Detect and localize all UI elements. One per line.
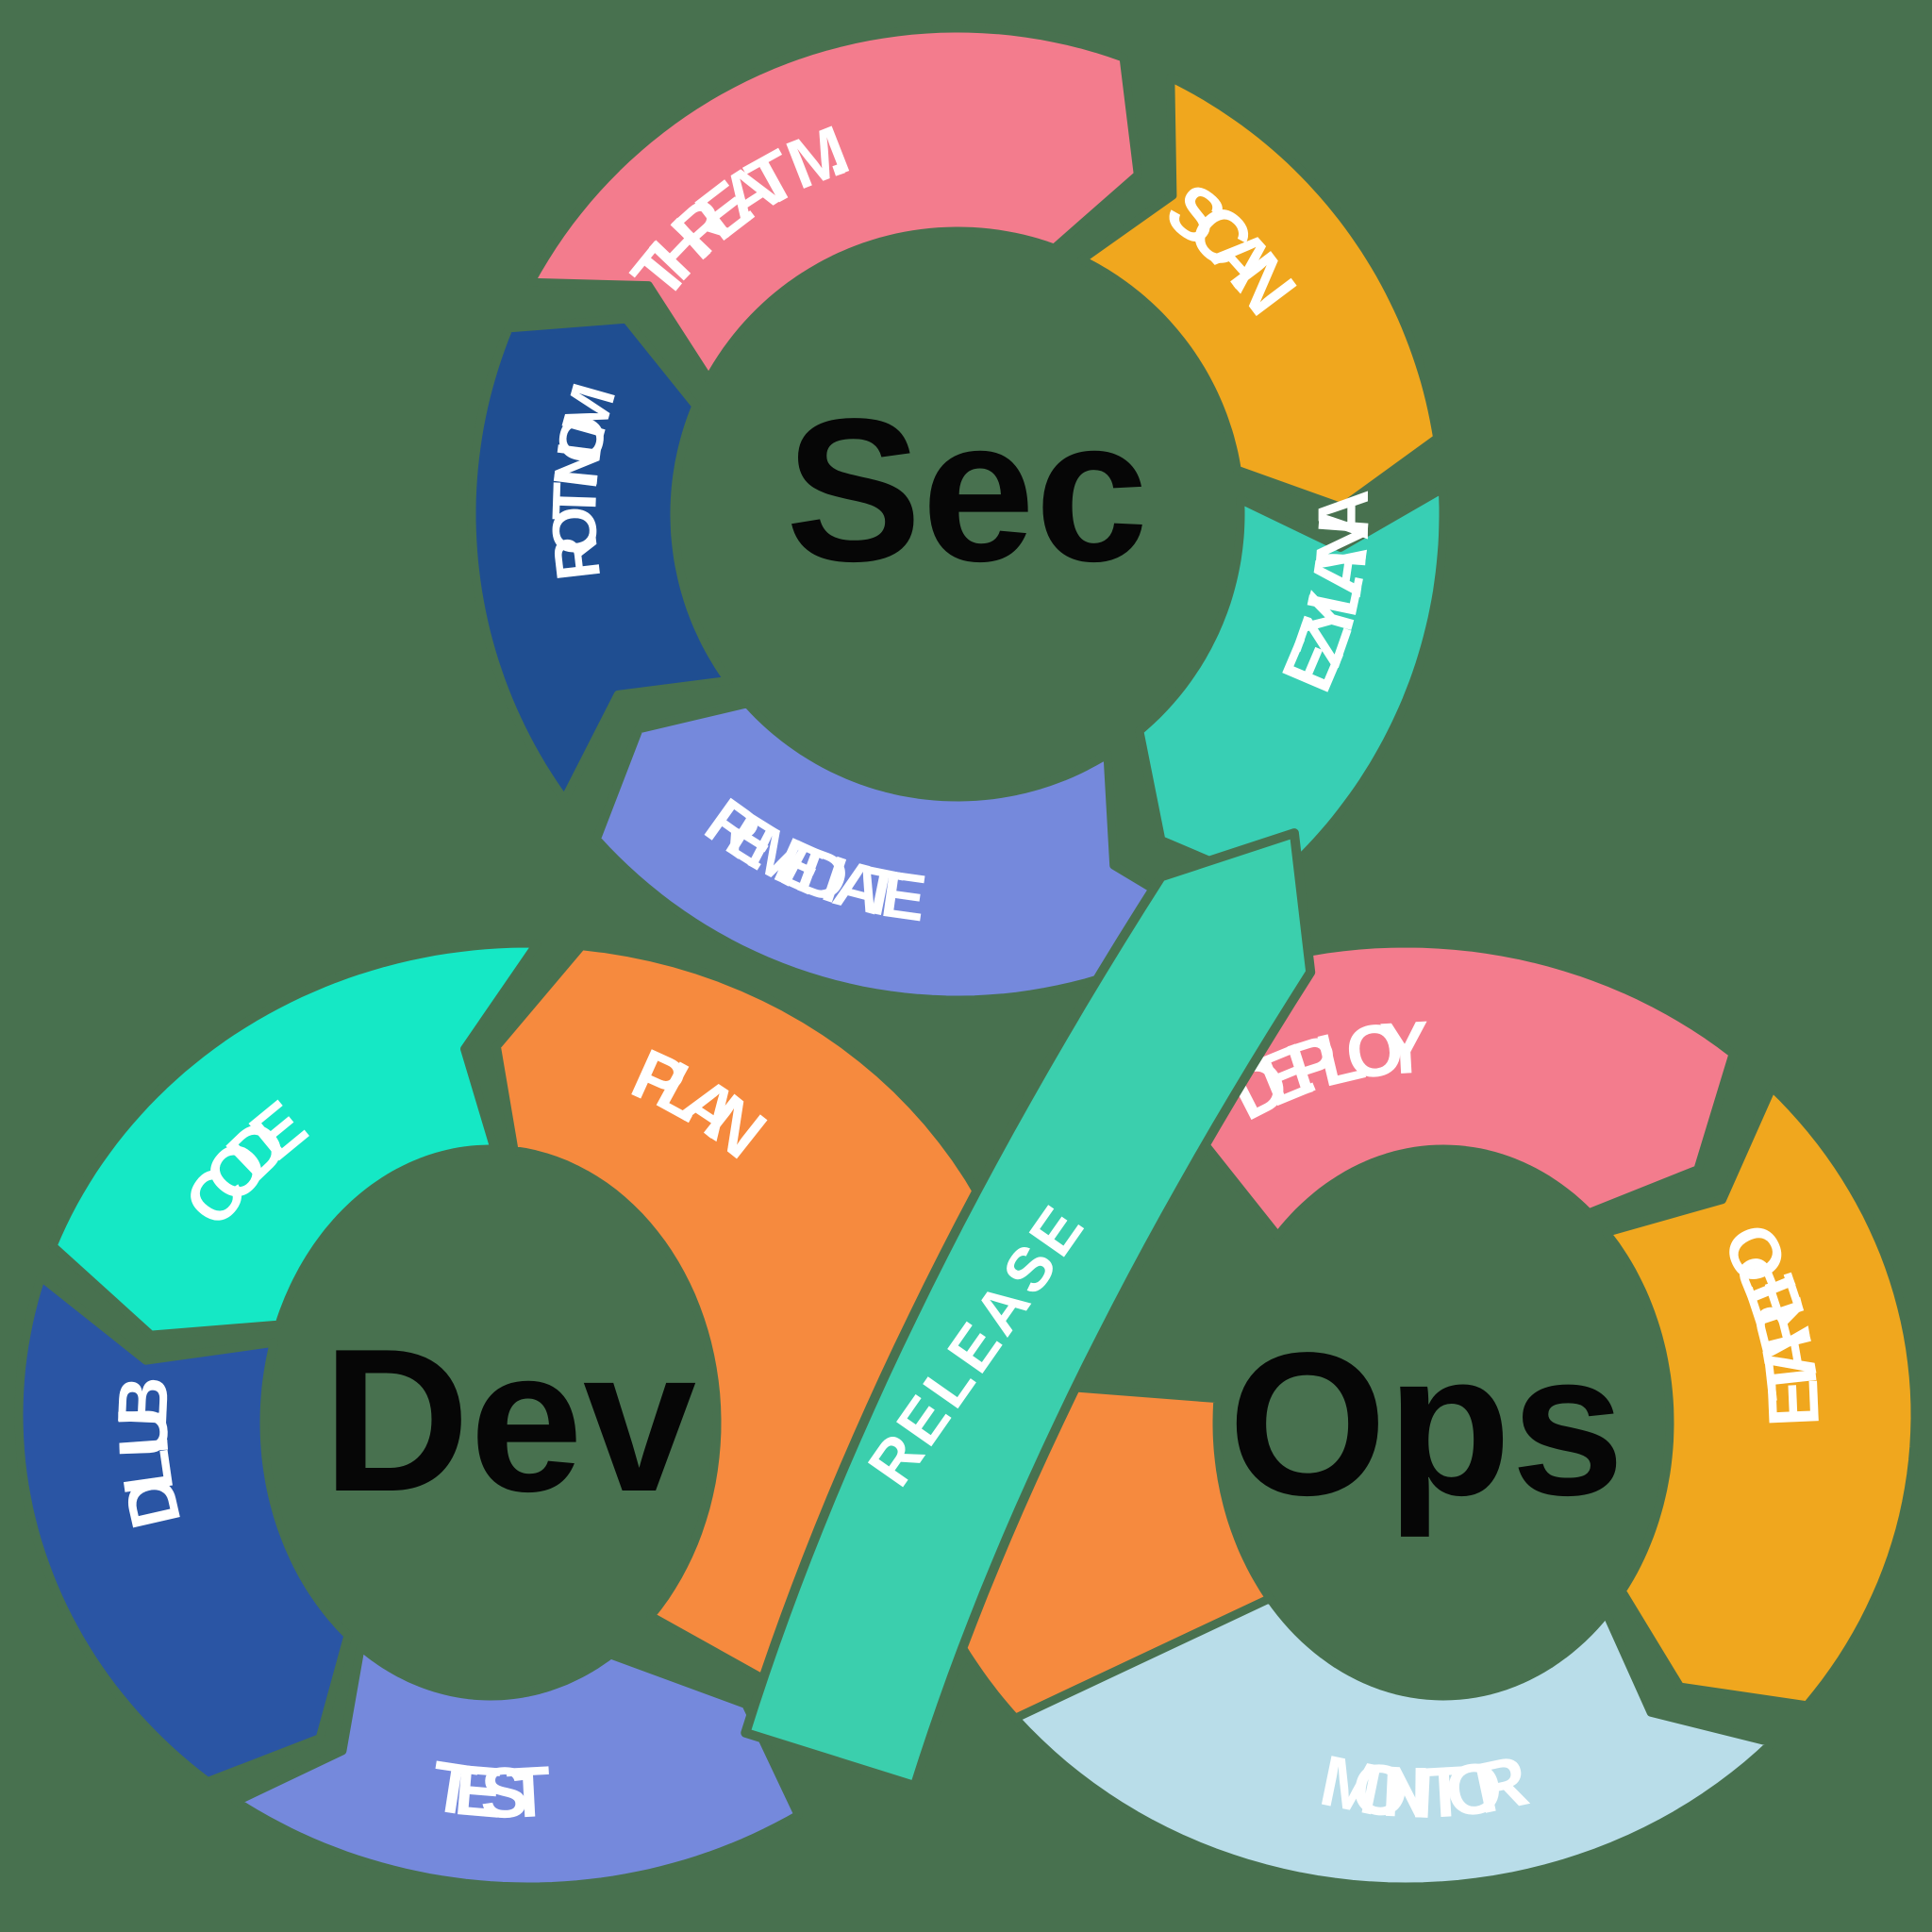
segment-scan	[1077, 73, 1442, 512]
segment-operate	[1602, 1083, 1920, 1710]
segment-label-build-char: B	[103, 1374, 183, 1428]
dev-center-label: Dev	[323, 1306, 696, 1534]
segment-label-monitor-sec-char: T	[539, 481, 609, 522]
segment-remediate	[591, 699, 1220, 1005]
segment-label-monitor-ops-char: O	[1441, 1746, 1507, 1833]
segment-label-build-char: U	[103, 1406, 183, 1458]
segment-label-analyze-char: A	[1296, 539, 1383, 602]
segment-monitor-ops	[1010, 1593, 1776, 1891]
segment-label-deploy-char: Y	[1378, 1005, 1432, 1091]
segment-label-operate-char: T	[1750, 1351, 1835, 1403]
segment-label-remediate-char: E	[877, 857, 931, 936]
segment-threat-modeling	[525, 24, 1142, 384]
segment-build	[14, 1273, 353, 1787]
segment-label-monitor-ops-char: I	[1410, 1753, 1431, 1833]
segment-monitor-sec	[467, 314, 733, 805]
segment-label-monitor-sec-char: N	[540, 439, 614, 492]
segment-label-test-char: T	[505, 1752, 553, 1834]
segment-label-analyze-char: A	[1304, 489, 1384, 541]
segment-label-monitor-ops-char: N	[1380, 1752, 1436, 1834]
segment-analyze	[1135, 484, 1448, 891]
segment-label-monitor-ops-char: T	[1421, 1752, 1469, 1834]
ops-center-label: Ops	[1228, 1309, 1624, 1538]
segment-label-test-char: E	[452, 1750, 507, 1834]
segment-label-analyze-char: N	[1301, 514, 1385, 572]
segment-label-test-char: S	[480, 1753, 529, 1834]
segment-label-deploy-char: O	[1341, 1006, 1408, 1096]
release-ribbon	[741, 828, 1316, 1791]
segment-code	[48, 939, 541, 1340]
segment-test	[231, 1642, 803, 1891]
segment-label-monitor-ops-char: O	[1348, 1747, 1413, 1834]
sec-center-label: Sec	[786, 375, 1148, 604]
segment-label-monitor-sec-char: O	[539, 505, 610, 557]
segment-label-operate-char: E	[1753, 1377, 1835, 1428]
segment-label-monitor-sec-char: R	[539, 531, 613, 584]
